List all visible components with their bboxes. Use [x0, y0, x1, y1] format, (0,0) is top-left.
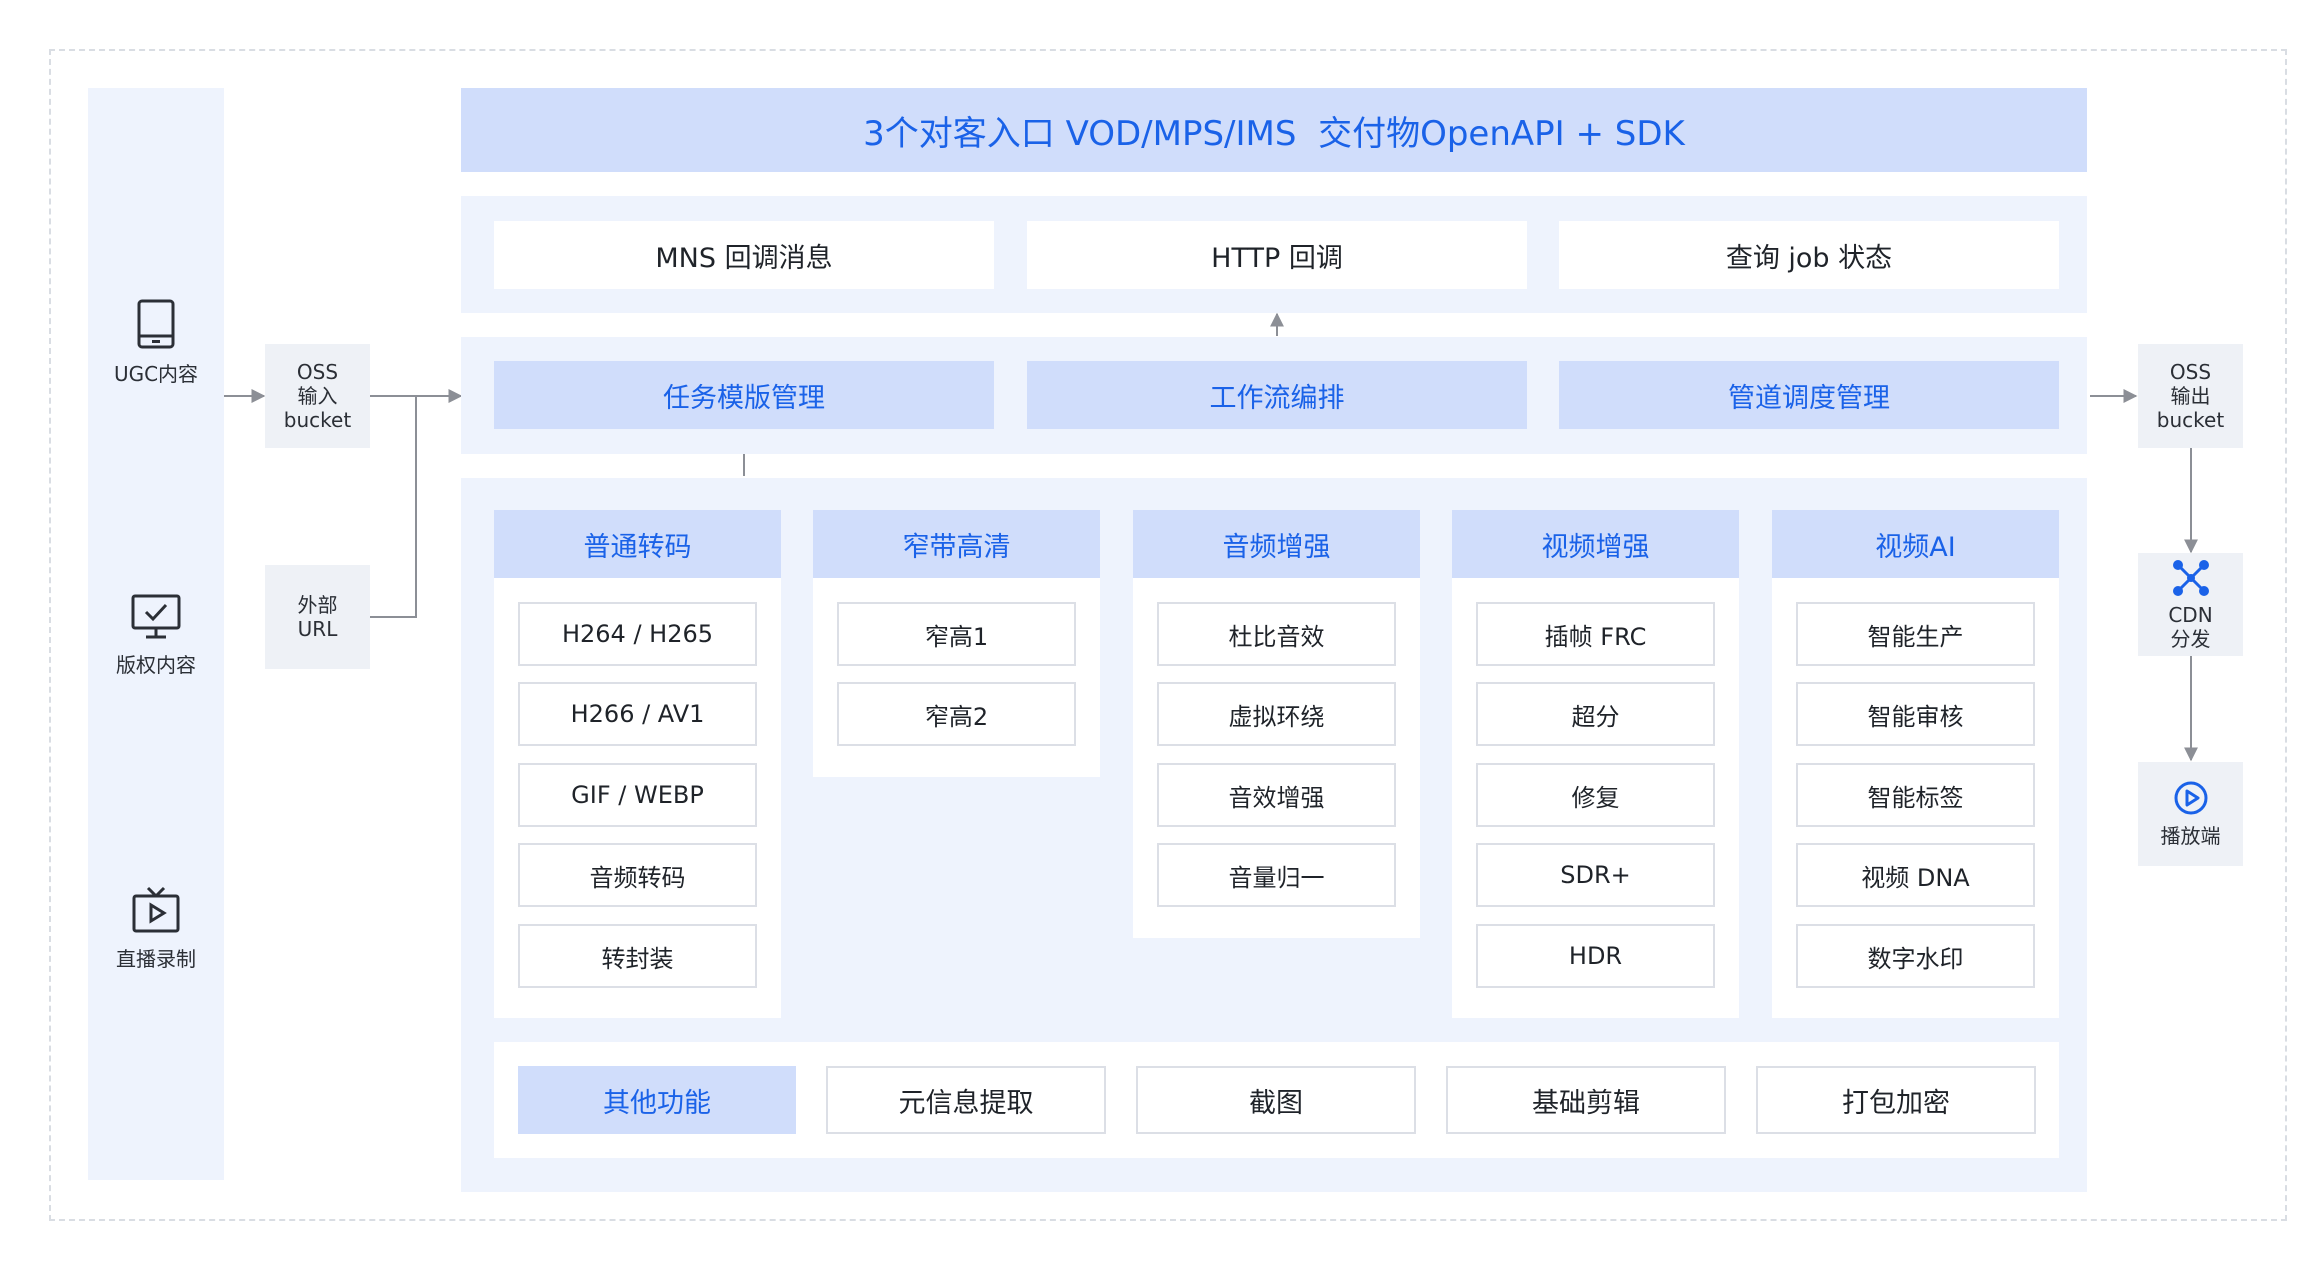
external-url-box: 外部 URL [265, 565, 370, 669]
column-transcode: 普通转码 H264 / H265 H266 / AV1 GIF / WEBP 音… [494, 510, 781, 1018]
source-live-recording: 直播录制 [88, 885, 224, 972]
network-nodes-icon [2172, 559, 2209, 596]
line-url-to-platform [370, 396, 417, 618]
function-item: 数字水印 [1796, 924, 2035, 988]
source-label: 版权内容 [116, 653, 196, 677]
other-function-packaging-encryption: 打包加密 [1756, 1066, 2036, 1134]
diagram-frame [49, 49, 2287, 1221]
oss-output-bucket: OSS 输出 bucket [2138, 344, 2243, 448]
function-item: HDR [1476, 924, 1715, 988]
column-audio-enhance: 音频增强 杜比音效 虚拟环绕 音效增强 音量归一 [1133, 510, 1420, 938]
pipeline-scheduling-management: 管道调度管理 [1559, 361, 2059, 429]
function-item: 插帧 FRC [1476, 602, 1715, 666]
cdn-label: CDN 分发 [2168, 602, 2213, 651]
function-item: 智能标签 [1796, 763, 2035, 827]
function-item: SDR+ [1476, 843, 1715, 907]
function-item: H266 / AV1 [518, 682, 757, 746]
column-title: 普通转码 [494, 510, 781, 578]
function-item: 转封装 [518, 924, 757, 988]
player-label: 播放端 [2160, 824, 2221, 848]
other-function-screenshot: 截图 [1136, 1066, 1416, 1134]
function-item: 音频转码 [518, 843, 757, 907]
function-item: 音效增强 [1157, 763, 1396, 827]
source-label: 直播录制 [116, 947, 196, 971]
function-item: 超分 [1476, 682, 1715, 746]
cdn-distribution: CDN 分发 [2138, 553, 2243, 656]
column-title: 视频增强 [1452, 510, 1739, 578]
platform-title: 3个对客入口 VOD/MPS/IMS 交付物OpenAPI + SDK [461, 88, 2087, 172]
column-video-enhance: 视频增强 插帧 FRC 超分 修复 SDR+ HDR [1452, 510, 1739, 1018]
function-item: 智能审核 [1796, 682, 2035, 746]
player-endpoint: 播放端 [2138, 762, 2243, 866]
source-ugc: UGC内容 [88, 298, 224, 387]
callback-mns: MNS 回调消息 [494, 221, 994, 289]
column-narrowband-hd: 窄带高清 窄高1 窄高2 [813, 510, 1100, 777]
oss-input-bucket: OSS 输入 bucket [265, 344, 370, 448]
function-item: 窄高1 [837, 602, 1076, 666]
task-template-management: 任务模版管理 [494, 361, 994, 429]
function-item: 智能生产 [1796, 602, 2035, 666]
workflow-orchestration: 工作流编排 [1027, 361, 1527, 429]
monitor-check-icon [131, 594, 181, 639]
column-title: 视频AI [1772, 510, 2059, 578]
other-function-basic-edit: 基础剪辑 [1446, 1066, 1726, 1134]
function-item: H264 / H265 [518, 602, 757, 666]
function-item: 音量归一 [1157, 843, 1396, 907]
function-item: 杜比音效 [1157, 602, 1396, 666]
callback-query-job: 查询 job 状态 [1559, 221, 2059, 289]
other-function-metadata: 元信息提取 [826, 1066, 1106, 1134]
tv-play-icon [132, 886, 180, 933]
column-video-ai: 视频AI 智能生产 智能审核 智能标签 视频 DNA 数字水印 [1772, 510, 2059, 1018]
function-item: 窄高2 [837, 682, 1076, 746]
column-title: 窄带高清 [813, 510, 1100, 578]
column-title: 音频增强 [1133, 510, 1420, 578]
function-item: 修复 [1476, 763, 1715, 827]
callback-http: HTTP 回调 [1027, 221, 1527, 289]
function-item: GIF / WEBP [518, 763, 757, 827]
play-circle-icon [2174, 781, 2207, 815]
other-functions-label: 其他功能 [518, 1066, 796, 1134]
function-item: 虚拟环绕 [1157, 682, 1396, 746]
source-label: UGC内容 [113, 362, 199, 386]
content-source-column: UGC内容 版权内容 直播录制 [88, 88, 224, 1180]
function-item: 视频 DNA [1796, 843, 2035, 907]
tablet-icon [137, 299, 175, 349]
source-copyright: 版权内容 [88, 593, 224, 678]
